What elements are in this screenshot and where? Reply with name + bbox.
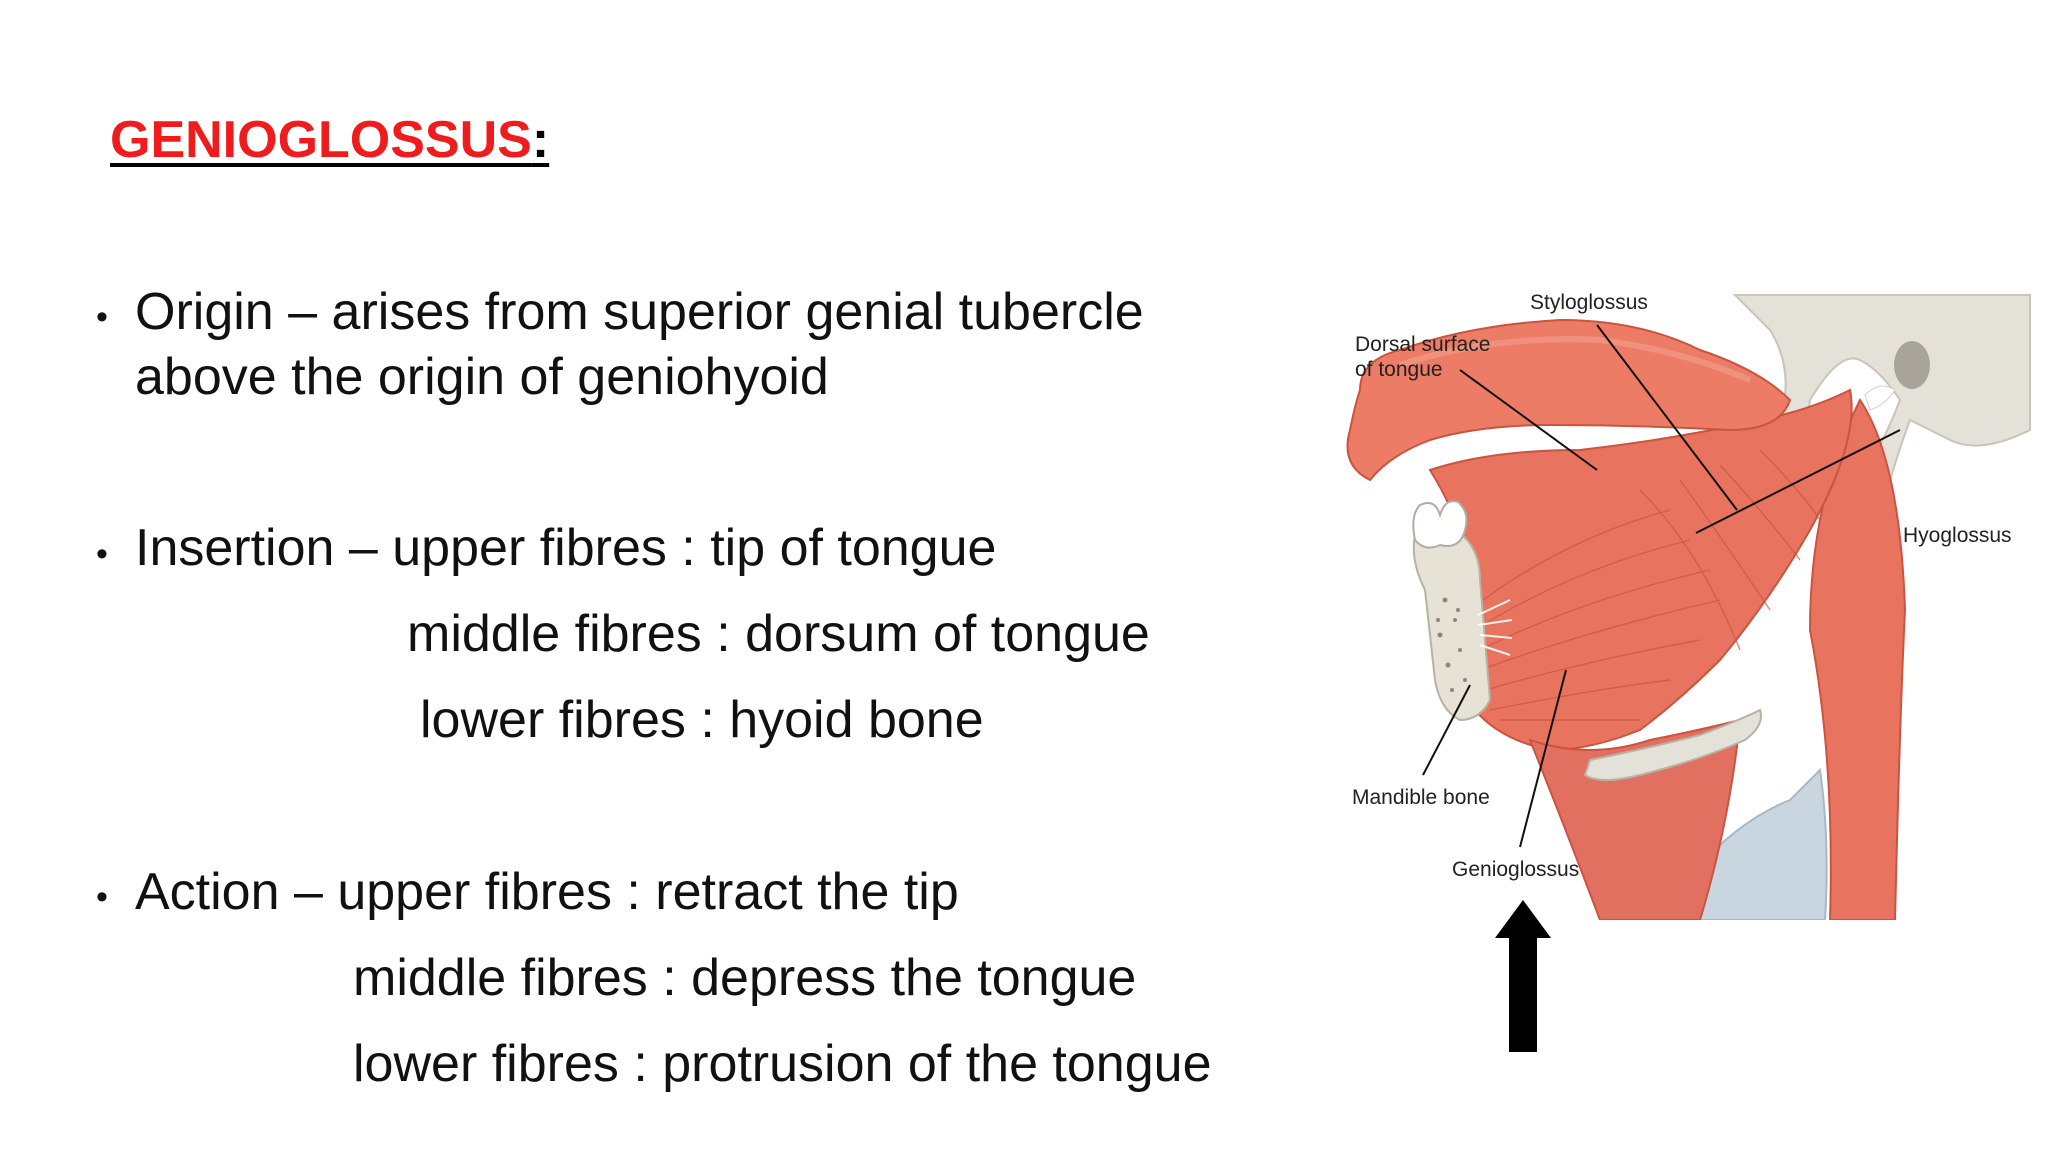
- bullet-dot-icon: •: [96, 878, 108, 916]
- origin-line-2: above the origin of geniohyoid: [135, 348, 829, 406]
- label-genioglossus: Genioglossus: [1452, 858, 1580, 881]
- up-arrow-icon: [1495, 900, 1551, 1052]
- title-colon: :: [531, 111, 550, 169]
- label-dorsal-surface-line-2: of tongue: [1355, 358, 1443, 381]
- label-mandible-bone: Mandible bone: [1352, 786, 1490, 809]
- label-hyoglossus: Hyoglossus: [1903, 524, 2012, 547]
- bullet-dot-icon: •: [96, 298, 108, 336]
- label-dorsal-surface-line-1: Dorsal surface: [1355, 333, 1491, 356]
- action-line-2: middle fibres : depress the tongue: [353, 949, 1137, 1007]
- insertion-line-1: Insertion – upper fibres : tip of tongue: [135, 519, 997, 577]
- insertion-line-3: lower fibres : hyoid bone: [420, 691, 984, 749]
- tongue-muscle-drawing: [1346, 294, 2031, 920]
- origin-line-1: Origin – arises from superior genial tub…: [135, 283, 1144, 341]
- action-line-3: lower fibres : protrusion of the tongue: [353, 1035, 1212, 1093]
- slide-title: GENIOGLOSSUS:: [110, 108, 549, 172]
- insertion-line-2: middle fibres : dorsum of tongue: [407, 605, 1150, 663]
- action-line-1: Action – upper fibres : retract the tip: [135, 863, 959, 921]
- tongue-muscle-illustration: Styloglossus Dorsal surface of tongue Hy…: [1340, 280, 2040, 920]
- bullet-dot-icon: •: [96, 535, 108, 573]
- label-styloglossus: Styloglossus: [1530, 291, 1648, 314]
- title-name: GENIOGLOSSUS: [110, 111, 532, 169]
